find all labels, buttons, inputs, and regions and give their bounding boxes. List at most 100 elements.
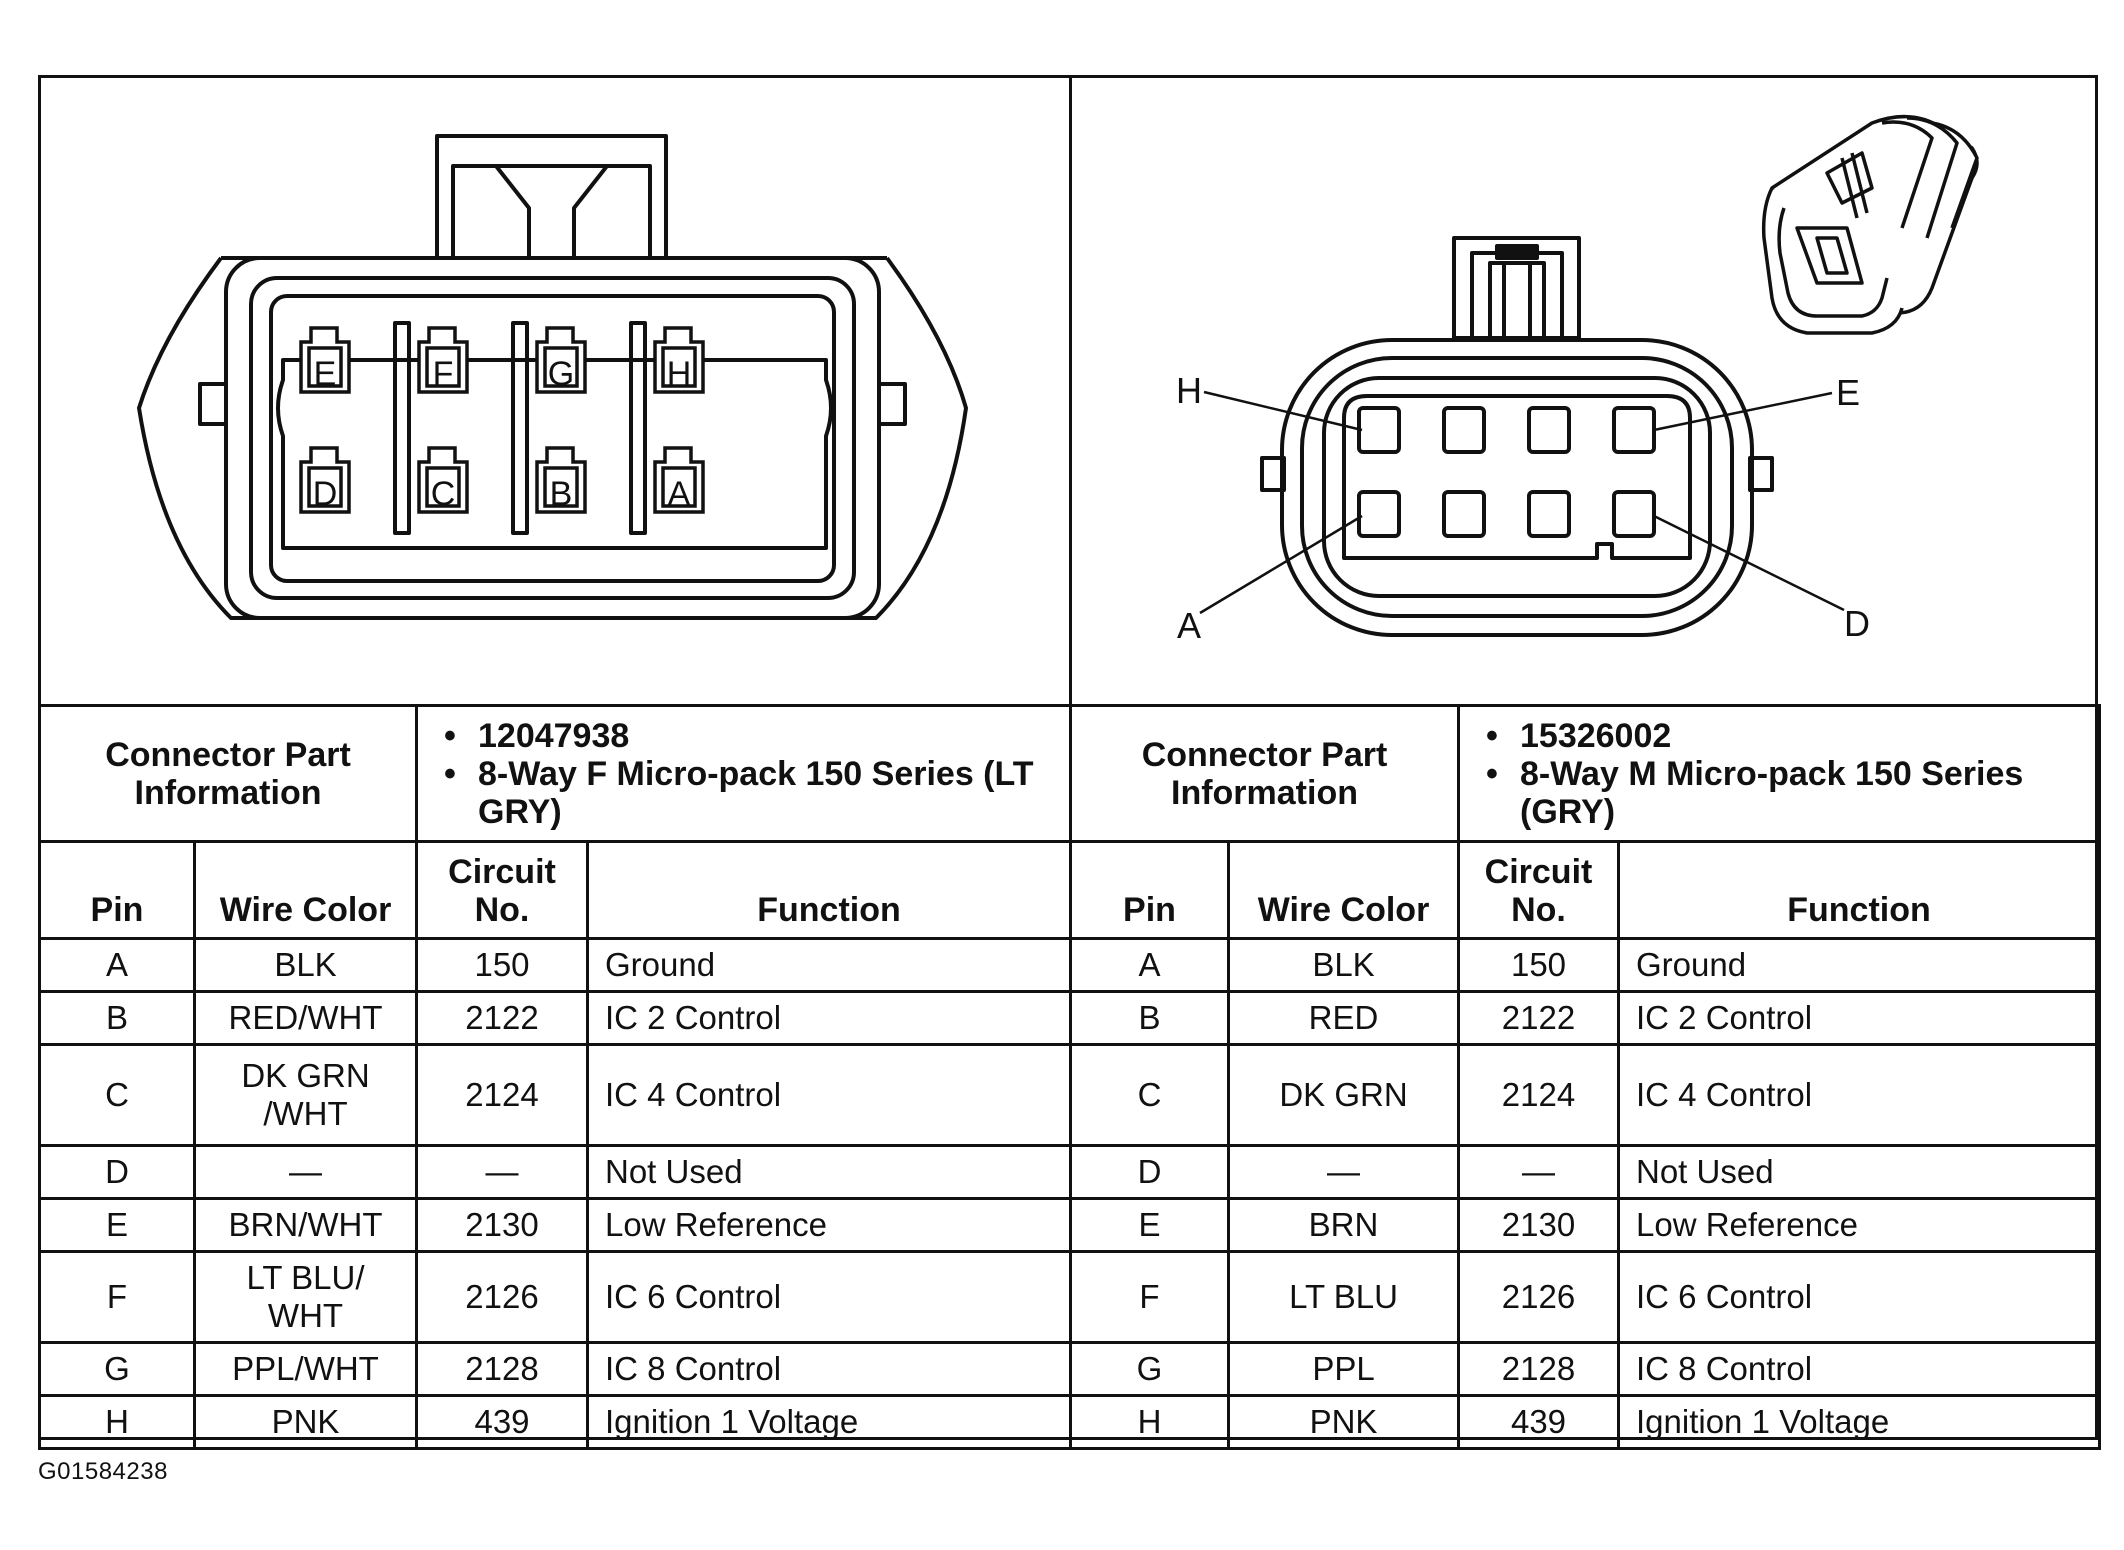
part-info-label: Connector Part Information bbox=[38, 704, 418, 843]
header-wire-color: Wire Color bbox=[1227, 840, 1460, 940]
pin-label-a: A bbox=[668, 475, 691, 513]
connector-body-mid bbox=[1300, 356, 1734, 618]
terminal-cavity-e bbox=[299, 326, 351, 394]
wire-color-cell: BRN bbox=[1227, 1197, 1460, 1253]
function-cell: Low Reference bbox=[586, 1197, 1072, 1253]
header-wire-color: Wire Color bbox=[193, 840, 418, 940]
wire-color-cell: DK GRN bbox=[1227, 1043, 1460, 1147]
connector-body-outer bbox=[224, 256, 881, 620]
terminal-cavity-h bbox=[653, 326, 705, 394]
wire-color-cell: BRN/WHT bbox=[193, 1197, 418, 1253]
part-description: 8-Way M Micro-pack 150 Series (GRY) bbox=[1486, 755, 2098, 831]
function-cell: IC 8 Control bbox=[1617, 1341, 2101, 1397]
function-cell: IC 4 Control bbox=[1617, 1043, 2101, 1147]
terminal-cavity-g bbox=[535, 326, 587, 394]
table-row: B RED/WHT 2122 IC 2 Control bbox=[38, 990, 1072, 1046]
callout-label-a: A bbox=[1177, 605, 1201, 646]
function-cell: IC 4 Control bbox=[586, 1043, 1072, 1147]
terminal-cavity-b bbox=[535, 446, 587, 514]
pin-field bbox=[1342, 394, 1692, 560]
pin-label-c: C bbox=[431, 475, 456, 513]
circuit-cell: 2124 bbox=[1457, 1043, 1620, 1147]
part-number: 12047938 bbox=[444, 717, 1069, 755]
wire-color-cell: PNK bbox=[193, 1394, 418, 1450]
callout-line-e bbox=[1653, 391, 1833, 432]
callout-line-a bbox=[1199, 514, 1363, 615]
terminal-cavity-d bbox=[299, 446, 351, 514]
part-number: 15326002 bbox=[1486, 717, 2098, 755]
right-mounting-ear bbox=[836, 256, 968, 620]
wire-color-cell: PNK bbox=[1227, 1394, 1460, 1450]
pin-cell: B bbox=[1069, 990, 1230, 1046]
wire-color-cell: LT BLU bbox=[1227, 1250, 1460, 1344]
callout-label-d: D bbox=[1844, 603, 1870, 644]
circuit-cell: 2126 bbox=[415, 1250, 589, 1344]
part-info-value: 15326002 8-Way M Micro-pack 150 Series (… bbox=[1457, 704, 2101, 843]
table-row: A BLK 150 Ground bbox=[1069, 937, 2101, 993]
terminal-cavity-a bbox=[653, 446, 705, 514]
callout-line-d bbox=[1653, 514, 1845, 612]
circuit-cell: 439 bbox=[1457, 1394, 1620, 1450]
pin-cell: C bbox=[38, 1043, 196, 1147]
separator-bar-1 bbox=[393, 321, 411, 535]
pin-cell: H bbox=[1069, 1394, 1230, 1450]
function-cell: Ignition 1 Voltage bbox=[1617, 1394, 2101, 1450]
table-row: H PNK 439 Ignition 1 Voltage bbox=[1069, 1394, 2101, 1450]
wire-color-cell: PPL/WHT bbox=[193, 1341, 418, 1397]
pin-cell: D bbox=[1069, 1144, 1230, 1200]
wire-color-cell: LT BLU/ WHT bbox=[193, 1250, 418, 1344]
pin-d bbox=[1612, 490, 1656, 538]
pin-cell: D bbox=[38, 1144, 196, 1200]
header-function: Function bbox=[1617, 840, 2101, 940]
separator-bar-3 bbox=[629, 321, 647, 535]
circuit-cell: 2122 bbox=[1457, 990, 1620, 1046]
circuit-cell: 439 bbox=[415, 1394, 589, 1450]
pin-cell: E bbox=[38, 1197, 196, 1253]
pin-label-g: G bbox=[548, 355, 574, 393]
pin-cell: G bbox=[1069, 1341, 1230, 1397]
female-connector-pin-table: Connector Part Information 12047938 8-Wa… bbox=[38, 704, 1072, 1450]
circuit-cell: 150 bbox=[415, 937, 589, 993]
pin-cell: A bbox=[38, 937, 196, 993]
function-cell: Ground bbox=[586, 937, 1072, 993]
function-cell: IC 8 Control bbox=[586, 1341, 1072, 1397]
left-side-nub bbox=[1260, 456, 1286, 492]
pin-cell: B bbox=[38, 990, 196, 1046]
circuit-cell: 2124 bbox=[415, 1043, 589, 1147]
header-pin: Pin bbox=[38, 840, 196, 940]
terminal-cavity-c bbox=[417, 446, 469, 514]
left-side-nub bbox=[198, 382, 228, 426]
function-cell: Ignition 1 Voltage bbox=[586, 1394, 1072, 1450]
header-function: Function bbox=[586, 840, 1072, 940]
pin-cell: F bbox=[38, 1250, 196, 1344]
part-info-value: 12047938 8-Way F Micro-pack 150 Series (… bbox=[415, 704, 1072, 843]
table-row: E BRN 2130 Low Reference bbox=[1069, 1197, 2101, 1253]
pin-b bbox=[1442, 490, 1486, 538]
callout-label-e: E bbox=[1836, 372, 1860, 413]
pin-c bbox=[1527, 490, 1571, 538]
function-cell: Low Reference bbox=[1617, 1197, 2101, 1253]
table-row: D — — Not Used bbox=[38, 1144, 1072, 1200]
circuit-cell: 2128 bbox=[415, 1341, 589, 1397]
table-row: G PPL/WHT 2128 IC 8 Control bbox=[38, 1341, 1072, 1397]
function-cell: IC 6 Control bbox=[586, 1250, 1072, 1344]
header-pin: Pin bbox=[1069, 840, 1230, 940]
circuit-cell: 2130 bbox=[1457, 1197, 1620, 1253]
connector-body-inner bbox=[1322, 376, 1712, 598]
header-circuit: Circuit No. bbox=[415, 840, 589, 940]
pin-e bbox=[1612, 406, 1656, 454]
figure-id: G01584238 bbox=[38, 1458, 168, 1485]
connector-isometric-view bbox=[1761, 114, 1979, 335]
male-connector-pin-table: Connector Part Information 15326002 8-Wa… bbox=[1069, 704, 2101, 1450]
function-cell: IC 6 Control bbox=[1617, 1250, 2101, 1344]
table-row: H PNK 439 Ignition 1 Voltage bbox=[38, 1394, 1072, 1450]
function-cell: Not Used bbox=[1617, 1144, 2101, 1200]
pin-cell: C bbox=[1069, 1043, 1230, 1147]
male-connector-diagram: H E A D bbox=[1176, 114, 1979, 646]
connector-body-inner bbox=[269, 294, 836, 583]
pin-label-h: H bbox=[667, 355, 692, 393]
circuit-cell: 2128 bbox=[1457, 1341, 1620, 1397]
pin-label-d: D bbox=[313, 475, 338, 513]
table-row: G PPL 2128 IC 8 Control bbox=[1069, 1341, 2101, 1397]
latch-tab-inner bbox=[451, 164, 652, 258]
